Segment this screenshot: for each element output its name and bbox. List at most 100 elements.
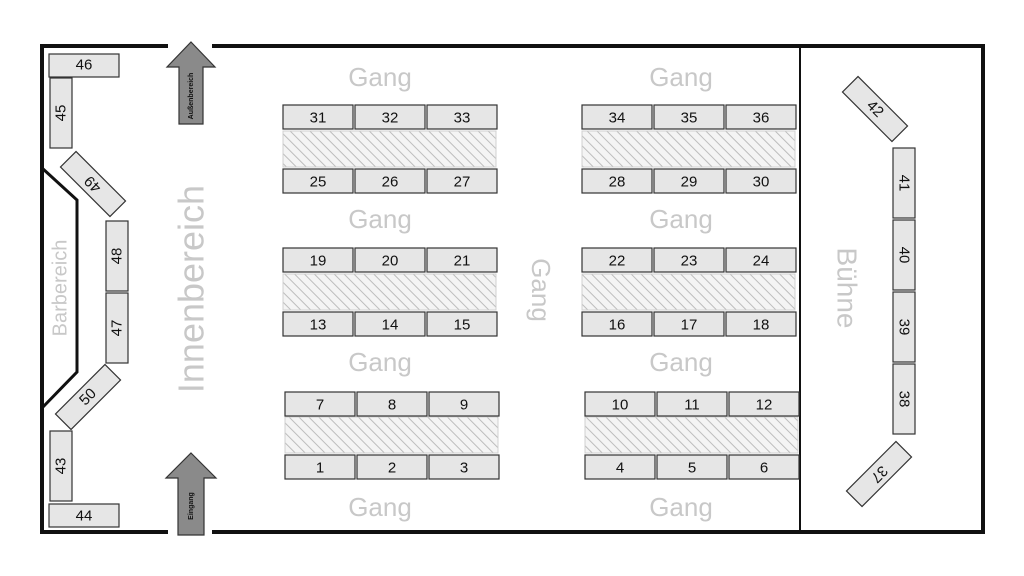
table-19[interactable]: 19 [282,247,354,273]
table-33[interactable]: 33 [426,104,498,130]
table-27-box [426,168,498,194]
table-20-number: 20 [382,253,399,270]
table-1-number: 1 [316,460,324,477]
table-28-box [581,168,653,194]
table-14-number: 14 [382,317,399,334]
table-20[interactable]: 20 [354,247,426,273]
table-4[interactable]: 4 [584,454,656,480]
table-30[interactable]: 30 [725,168,797,194]
table-11-number: 11 [684,397,700,414]
stage-label: Bühne [832,248,863,329]
table-35[interactable]: 35 [653,104,725,130]
up-arrow-icon [164,452,218,536]
table-38[interactable]: 38 [892,363,916,435]
table-12[interactable]: 12 [728,391,800,417]
table-48[interactable]: 48 [105,220,129,292]
table-39-number: 39 [896,319,913,336]
table-45[interactable]: 45 [49,77,73,149]
aisle-label-8: Gang [649,492,713,522]
entrance-arrow-label: Eingang [188,492,195,520]
table-40[interactable]: 40 [892,219,916,291]
table-28[interactable]: 28 [581,168,653,194]
table-15[interactable]: 15 [426,311,498,337]
table-5-box [656,454,728,480]
table-11[interactable]: 11 [656,391,728,417]
table-25-box [282,168,354,194]
table-43[interactable]: 43 [49,430,73,502]
table-23[interactable]: 23 [653,247,725,273]
table-17-box [653,311,725,337]
table-31-box [282,104,354,130]
table-24[interactable]: 24 [725,247,797,273]
table-47[interactable]: 47 [105,292,129,364]
table-46[interactable]: 46 [48,53,120,78]
table-5[interactable]: 5 [656,454,728,480]
table-29[interactable]: 29 [653,168,725,194]
strip-middle-left [282,273,497,311]
table-8[interactable]: 8 [356,391,428,417]
table-17[interactable]: 17 [653,311,725,337]
table-9[interactable]: 9 [428,391,500,417]
table-44[interactable]: 44 [48,503,120,528]
table-3[interactable]: 3 [428,454,500,480]
table-32[interactable]: 32 [354,104,426,130]
table-49[interactable]: 49 [59,150,127,218]
table-14-box [354,311,426,337]
table-22[interactable]: 22 [581,247,653,273]
table-21-number: 21 [454,253,471,270]
table-13[interactable]: 13 [282,311,354,337]
table-44-box [48,503,120,528]
table-10[interactable]: 10 [584,391,656,417]
stage-tables: 42 41 40 39 38 37 [841,75,916,508]
table-26-box [354,168,426,194]
side-tables-left: 46 45 49 48 47 50 43 44 [48,53,129,528]
table-31[interactable]: 31 [282,104,354,130]
table-16-number: 16 [609,317,626,334]
table-7[interactable]: 7 [284,391,356,417]
main-tables: 31 32 33 34 35 36 25 26 27 28 29 30 19 2… [282,104,800,480]
table-42[interactable]: 42 [841,75,909,143]
bar-area-label: Barbereich [49,240,71,337]
table-10-box [584,391,656,417]
table-16[interactable]: 16 [581,311,653,337]
aisle-label-1: Gang [348,62,412,92]
table-24-box [725,247,797,273]
table-3-number: 3 [460,460,468,477]
table-29-box [653,168,725,194]
table-39[interactable]: 39 [892,291,916,363]
table-4-number: 4 [616,460,624,477]
table-37[interactable]: 37 [845,440,913,508]
table-27[interactable]: 27 [426,168,498,194]
table-46-box [48,53,120,78]
up-arrow-icon [165,41,217,125]
table-1[interactable]: 1 [284,454,356,480]
table-26[interactable]: 26 [354,168,426,194]
table-40-number: 40 [896,247,913,264]
table-strips [282,130,799,454]
table-27-number: 27 [454,174,471,191]
table-48-number: 48 [109,248,126,265]
table-25[interactable]: 25 [282,168,354,194]
table-36[interactable]: 36 [725,104,797,130]
table-6[interactable]: 6 [728,454,800,480]
table-7-box [284,391,356,417]
table-41[interactable]: 41 [892,147,916,219]
strip-middle-right [581,273,796,311]
strip-top-left [282,130,497,168]
zone-labels: Gang Gang Gang Gang Gang Gang Gang Gang … [49,62,862,522]
table-33-box [426,104,498,130]
table-39-box [892,291,916,363]
table-50[interactable]: 50 [54,363,122,431]
table-19-number: 19 [310,253,327,270]
table-41-number: 41 [896,175,913,192]
table-9-number: 9 [460,397,468,414]
table-4-box [584,454,656,480]
table-21[interactable]: 21 [426,247,498,273]
table-30-number: 30 [753,174,770,191]
table-7-number: 7 [316,397,324,414]
table-34[interactable]: 34 [581,104,653,130]
table-2[interactable]: 2 [356,454,428,480]
table-18[interactable]: 18 [725,311,797,337]
table-14[interactable]: 14 [354,311,426,337]
